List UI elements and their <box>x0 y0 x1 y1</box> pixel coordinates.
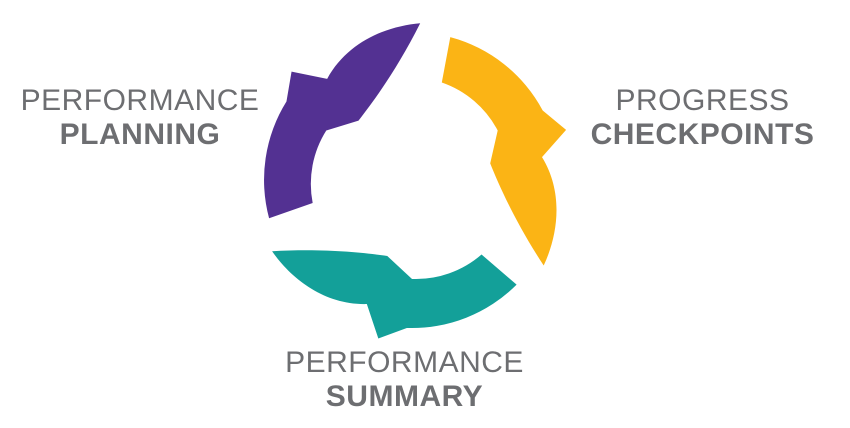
checkpoints-arrow-icon <box>441 37 567 266</box>
performance-summary-label-line1: PERFORMANCE <box>285 346 524 379</box>
performance-summary-label-line2: SUMMARY <box>325 380 484 413</box>
performance-planning-label-line2: PLANNING <box>59 118 221 151</box>
performance-planning-label: PERFORMANCE PLANNING <box>18 84 262 152</box>
performance-summary-label: PERFORMANCE SUMMARY <box>282 346 527 414</box>
planning-arrow-icon <box>264 23 421 219</box>
summary-arrow-icon <box>272 250 517 339</box>
performance-planning-label-line1: PERFORMANCE <box>20 84 260 117</box>
progress-checkpoints-label: PROGRESS CHECKPOINTS <box>580 84 825 152</box>
progress-checkpoints-label-line1: PROGRESS <box>615 84 790 117</box>
progress-checkpoints-label-line2: CHECKPOINTS <box>590 118 815 151</box>
